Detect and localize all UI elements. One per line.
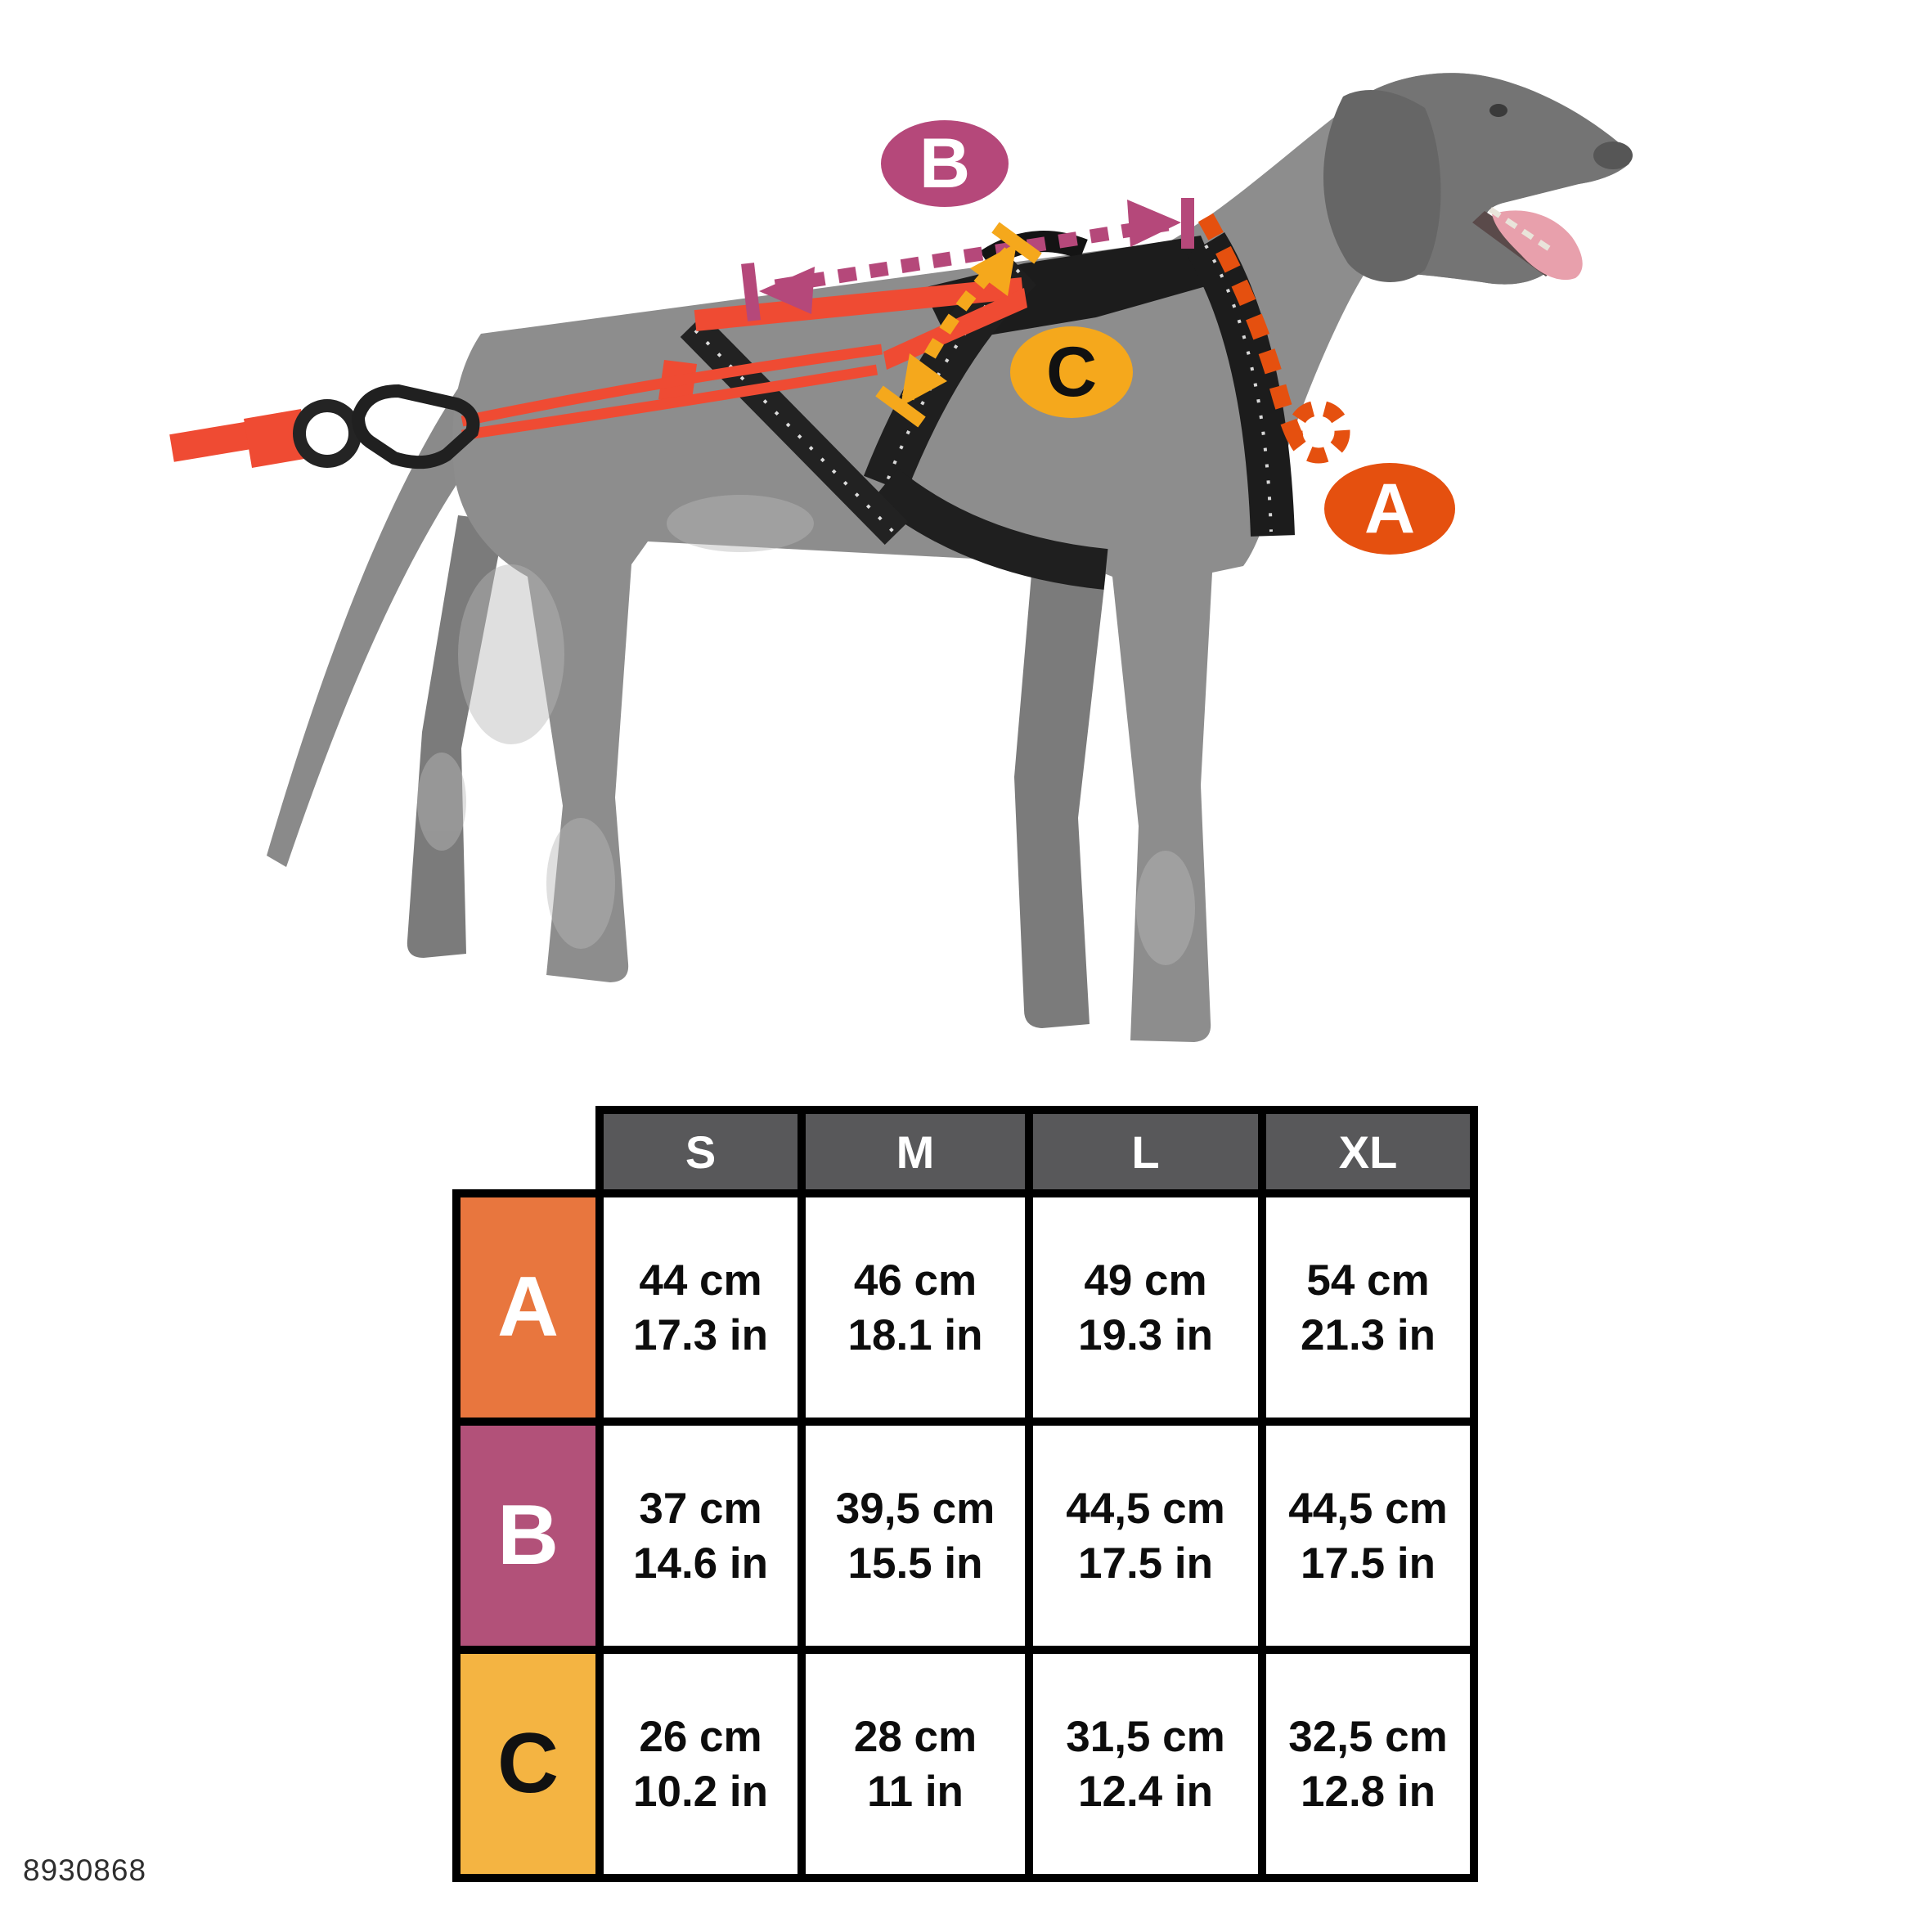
reference-number: 8930868	[23, 1853, 147, 1887]
dog-far-legs	[407, 515, 1106, 1028]
table-cell-b-s: 37 cm 14.6 in	[604, 1426, 798, 1646]
leash-d-ring	[293, 399, 362, 468]
dog-upper-teeth	[1489, 207, 1556, 254]
table-cell-c-xl: 32,5 cm 12.8 in	[1266, 1654, 1470, 1874]
column-header-xl: XL	[1266, 1114, 1470, 1189]
column-header-m: M	[806, 1114, 1025, 1189]
size-table: S M L XL A 44 cm 17.3 in 46 cm 18.1 in 4…	[452, 1106, 1478, 1882]
column-header-s: S	[604, 1114, 798, 1189]
size-badge-c: C	[1010, 326, 1133, 418]
harness-neck-strap	[1186, 232, 1295, 537]
table-cell-a-xl: 54 cm 21.3 in	[1266, 1197, 1470, 1418]
harness-side-strap	[680, 313, 909, 546]
harness-girth-strap	[872, 468, 1108, 590]
measurement-line-c	[875, 222, 1042, 428]
row-label-c: C	[461, 1654, 595, 1874]
table-cell-c-l: 31,5 cm 12.4 in	[1033, 1654, 1258, 1874]
dog-eye	[1489, 104, 1507, 117]
measurement-line-b	[741, 198, 1194, 321]
size-table-header: S M L XL	[595, 1106, 1478, 1197]
measurement-line-a	[1197, 213, 1350, 464]
size-table-body: A 44 cm 17.3 in 46 cm 18.1 in 49 cm 19.3…	[452, 1189, 1478, 1882]
table-cell-a-s: 44 cm 17.3 in	[604, 1197, 798, 1418]
table-cell-b-l: 44,5 cm 17.5 in	[1033, 1426, 1258, 1646]
leash-carabiner-icon	[351, 384, 480, 470]
table-cell-c-m: 28 cm 11 in	[806, 1654, 1025, 1874]
dog-ear	[1323, 89, 1441, 282]
table-cell-c-s: 26 cm 10.2 in	[604, 1654, 798, 1874]
row-label-b: B	[461, 1426, 595, 1646]
dog-nose	[1593, 142, 1633, 169]
size-badge-b: B	[881, 120, 1009, 207]
dog-speckles	[417, 495, 1195, 965]
table-cell-b-m: 39,5 cm 15.5 in	[806, 1426, 1025, 1646]
column-header-l: L	[1033, 1114, 1258, 1189]
table-cell-b-xl: 44,5 cm 17.5 in	[1266, 1426, 1470, 1646]
table-cell-a-m: 46 cm 18.1 in	[806, 1197, 1025, 1418]
table-cell-a-l: 49 cm 19.3 in	[1033, 1197, 1258, 1418]
size-badge-a: A	[1324, 463, 1455, 555]
row-label-a: A	[461, 1197, 595, 1418]
